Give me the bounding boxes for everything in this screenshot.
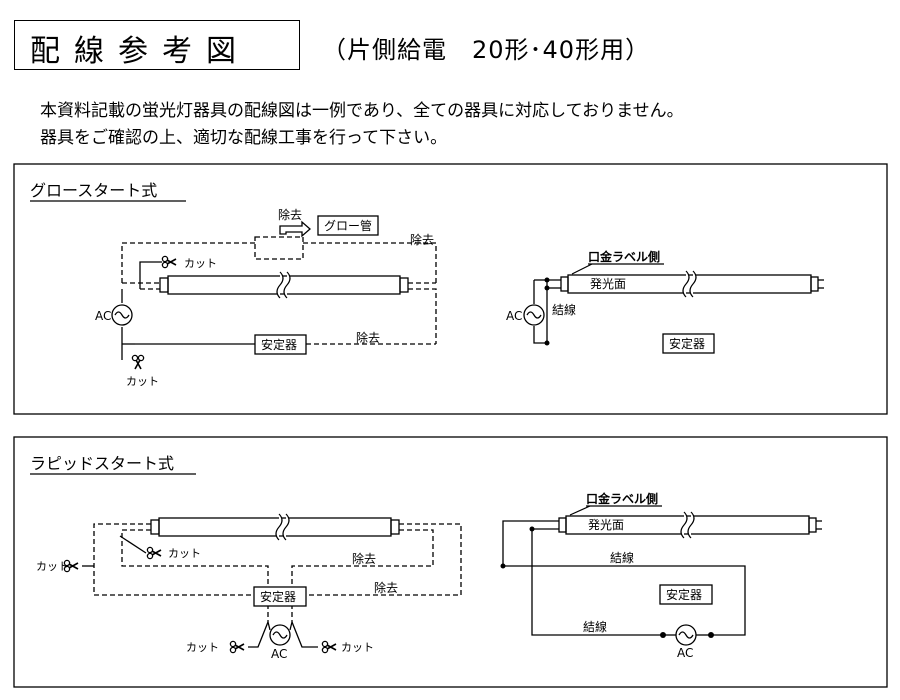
glow-arrow-icon	[279, 220, 311, 238]
rapid-removal-label-2: 除去	[374, 580, 398, 595]
note-line-2: 器具をご確認の上、適切な配線工事を行って下さい。	[40, 128, 448, 148]
glow-stabilizer-box	[254, 334, 307, 355]
glow-left-wiring	[121, 261, 255, 360]
glow-panel-frame	[13, 163, 888, 415]
glow-right-tube	[560, 270, 824, 298]
rapid-cap-label-side: 口金ラベル側	[586, 491, 658, 506]
glow-removed-wiring	[121, 236, 437, 345]
glow-cut-icon-2	[131, 354, 145, 370]
rapid-right-stabilizer-label: 安定器	[666, 587, 702, 602]
rapid-cut-label-3: カット	[186, 641, 219, 654]
glow-cap-label-side: 口金ラベル側	[588, 249, 660, 264]
glow-removal-label-1: 除去	[278, 207, 302, 222]
rapid-ac-wiring	[248, 621, 318, 648]
glow-right-ac-label: AC	[506, 309, 522, 323]
glow-tube-label: グロー管	[324, 218, 372, 233]
rapid-right-tube	[558, 511, 822, 539]
glow-cut-label-1: カット	[184, 257, 217, 270]
rapid-stabilizer-box	[253, 586, 307, 607]
glow-connection-label: 結線	[552, 302, 576, 317]
rapid-cut-icon-1	[146, 546, 162, 560]
rapid-start-panel: ラピッドスタート式 カット カット 除去 除去 安定器	[13, 436, 888, 688]
glow-right-stabilizer-box	[662, 333, 715, 354]
rapid-connection-label-1: 結線	[610, 550, 634, 565]
rapid-cut-icon-4	[321, 640, 337, 654]
rapid-right-stabilizer-box	[659, 584, 713, 605]
glow-start-panel: グロースタート式 除去 グロー管 除去	[13, 163, 888, 415]
page-title: 配線参考図	[30, 34, 250, 69]
glow-emitting-surface: 発光面	[590, 277, 626, 291]
rapid-cut-label-1: カット	[168, 547, 201, 560]
rapid-right-wiring	[502, 520, 746, 636]
rapid-removal-label-1: 除去	[352, 551, 376, 566]
rapid-cut-icon-3	[229, 640, 245, 654]
glow-removal-label-2: 除去	[410, 232, 434, 247]
glow-heading: グロースタート式	[30, 181, 157, 200]
rapid-stabilizer-label: 安定器	[260, 589, 296, 604]
rapid-heading: ラピッドスタート式	[30, 454, 174, 473]
page-subtitle: （片側給電 20形･40形用）	[322, 36, 651, 64]
rapid-right-ac-label: AC	[677, 646, 693, 660]
rapid-removed-wiring	[93, 523, 462, 622]
rapid-panel-frame	[13, 436, 888, 688]
glow-stabilizer-label: 安定器	[261, 337, 297, 352]
rapid-ac-label: AC	[271, 647, 287, 661]
rapid-cut-label-2: カット	[36, 560, 69, 573]
glow-tube-box	[317, 215, 379, 236]
rapid-cut-label-4: カット	[341, 641, 374, 654]
glow-cut-icon-1	[161, 255, 177, 269]
glow-right-stabilizer-label: 安定器	[669, 336, 705, 351]
glow-ac-label: AC	[95, 309, 111, 323]
glow-removal-label-3: 除去	[356, 330, 380, 345]
glow-left-tube	[159, 271, 409, 299]
rapid-emitting-surface: 発光面	[588, 518, 624, 532]
title-box	[14, 20, 300, 70]
note-line-1: 本資料記載の蛍光灯器具の配線図は一例であり、全ての器具に対応しておりません。	[40, 101, 684, 121]
glow-cut-label-2: カット	[126, 375, 159, 388]
rapid-connection-label-2: 結線	[583, 619, 607, 634]
rapid-cut-wiring	[82, 535, 147, 567]
rapid-left-tube	[150, 513, 400, 541]
